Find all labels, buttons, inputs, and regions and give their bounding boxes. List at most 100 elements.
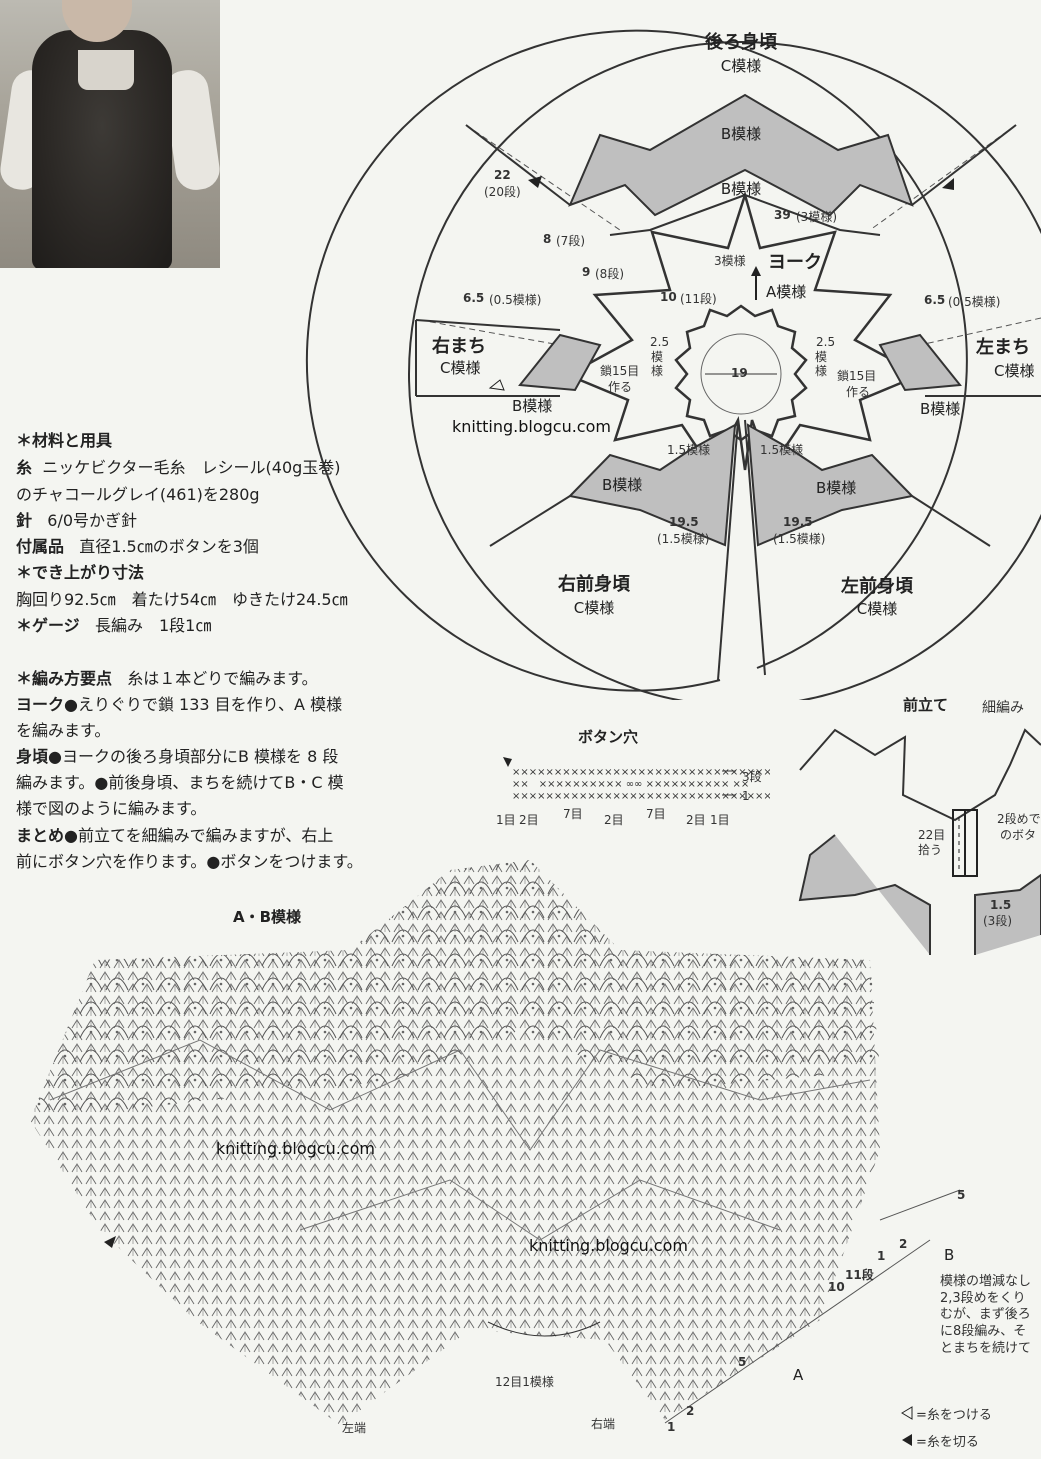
dim-39-rows: (3模様) <box>796 210 837 224</box>
stitch-row-3: ××××××××××××××××××××××××××××××××××× <box>512 767 770 778</box>
a-pattern-label: A模様 <box>766 283 807 301</box>
row-2-right: 2 <box>899 1237 908 1251</box>
bh-count-7: 1目 <box>710 813 730 827</box>
left-gusset-pattern: C模様 <box>994 362 1035 380</box>
dim-65-left-rows: (0.5模様) <box>948 295 1001 309</box>
points-line: ＊編み方要点 糸は１本どりで編みます。 <box>16 669 318 688</box>
dim-9-rows: (8段) <box>595 267 624 281</box>
chain-left: 鎖15目 <box>837 369 877 383</box>
label-b: B <box>944 1246 955 1264</box>
divider <box>911 124 1017 206</box>
model-photo <box>0 0 220 268</box>
dim-8-rows: (7段) <box>556 234 585 248</box>
outer-circle <box>305 29 968 692</box>
dim-19: 19 <box>731 366 748 380</box>
row-10: 10 <box>828 1280 845 1294</box>
left-front-title: 左前身頃 <box>841 576 913 597</box>
finish-line: まとめ●前立てを細編みで編みますが、右上 <box>16 826 334 845</box>
placket-title: 前立て <box>903 696 949 714</box>
dim-9: 9 <box>582 265 591 279</box>
right-front-title: 右前身頃 <box>558 574 630 595</box>
placket-subtitle: 細編み <box>982 700 1024 716</box>
watermark-1: knitting.blogcu.com <box>452 417 611 436</box>
yoke-star <box>565 190 923 473</box>
note-line-2: 2,3段めをくり <box>940 1291 1026 1306</box>
attach-marker-icon <box>488 379 505 391</box>
dim-25-left-pattern: 模様 <box>815 350 828 378</box>
outer-circle-full <box>408 41 1041 700</box>
buttonhole-row1: 1 <box>742 789 750 803</box>
accessory-line: 付属品 直径1.5㎝のボタンを3個 <box>16 537 259 556</box>
front-opening-left <box>717 419 739 681</box>
three-pattern-label: 3模様 <box>714 254 746 268</box>
cut-legend-icon <box>902 1434 912 1446</box>
finish-line-2: 前にボタン穴を作ります。●ボタンをつけます。 <box>16 852 363 871</box>
note-line-4: に8段編み、そ <box>940 1324 1027 1339</box>
stitch-row-1: ××××××××××××××××××××××××××××××××××× <box>512 791 770 802</box>
gauge-line: ＊ゲージ 長編み 1段1㎝ <box>16 616 212 635</box>
bh-count-1: 1目 <box>496 813 516 827</box>
cut-marker-icon <box>104 1236 116 1248</box>
left-front-pattern: C模様 <box>856 600 898 618</box>
left-gusset-b <box>878 333 962 392</box>
right-gusset-b <box>518 333 602 392</box>
placket-15: 1.5 <box>990 898 1012 912</box>
dim-15-left: 1.5模様 <box>760 443 804 457</box>
instructions-panel: ＊材料と用具 糸 ニッケビクター毛糸 レシール(40g玉巻) のチャコールグレイ… <box>0 0 400 900</box>
attach-legend-icon <box>901 1406 913 1420</box>
placket-note: 2段めで <box>997 812 1041 826</box>
divider <box>911 495 991 547</box>
placket-pickup: 22目 <box>918 828 946 842</box>
legend-attach: =糸をつける <box>916 1408 992 1423</box>
size-line: 胸回り92.5㎝ 着たけ54㎝ ゆきたけ24.5㎝ <box>16 590 348 609</box>
watermark-3: knitting.blogcu.com <box>529 1236 688 1255</box>
row-11: 11段 <box>845 1268 874 1282</box>
yarn-line-2: のチャコールグレイ(461)を280g <box>16 485 260 504</box>
dim-65-right-rows: (0.5模様) <box>489 293 542 307</box>
size-heading: ＊でき上がり寸法 <box>16 563 145 582</box>
repeat-label: 12目1模様 <box>495 1375 554 1389</box>
right-gusset-b: B模様 <box>512 397 553 415</box>
arrow-head <box>751 266 761 276</box>
dim-10-rows: (11段) <box>680 292 717 306</box>
row-5-right: 5 <box>957 1188 966 1202</box>
front-opening-right <box>744 419 766 676</box>
placket-pickup-2: 拾う <box>918 843 943 857</box>
dim-8: 8 <box>543 232 552 246</box>
body-line-3: 様で図のように編みます。 <box>16 799 207 818</box>
cut-marker-icon <box>942 178 954 190</box>
row-1-bottom: 1 <box>667 1420 676 1434</box>
dim-39: 39 <box>774 208 791 222</box>
row-2-bottom: 2 <box>686 1404 695 1418</box>
buttonhole-title: ボタン穴 <box>578 728 639 746</box>
dim-195-left: 19.5 <box>783 515 813 529</box>
bh-count-2: 2目 <box>519 813 539 827</box>
left-end-label: 左端 <box>342 1421 367 1435</box>
buttonhole-row3: 3段 <box>742 770 762 784</box>
stitch-row-2: ×× ×××××××××× ∞∞ ×××××××××× ×× <box>512 779 749 790</box>
body-line-2: 編みます。●前後身頃、まちを続けてB・C 模 <box>16 773 344 792</box>
dim-65-left: 6.5 <box>924 293 946 307</box>
back-b-band <box>568 93 914 217</box>
right-front-b-band <box>567 423 737 547</box>
watermark-2: knitting.blogcu.com <box>216 1139 375 1158</box>
divider <box>465 124 571 206</box>
note-line-1: 模様の増減なし <box>940 1274 1032 1289</box>
right-end-label: 右端 <box>591 1417 616 1431</box>
right-front-b: B模様 <box>602 476 643 494</box>
dim-195-left-pattern: (1.5模様) <box>773 532 826 546</box>
chain-right-2: 作る <box>608 380 633 394</box>
left-front-b: B模様 <box>816 479 857 497</box>
chart-fill-arches <box>30 860 880 1120</box>
yoke-label: ヨーク <box>768 252 822 273</box>
buttonhole-diagram: ××××××××××××××××××××××××××××××××××× ×× ×… <box>503 757 770 802</box>
back-pattern: C模様 <box>720 57 762 75</box>
photo-neckline <box>78 50 134 90</box>
note-line-3: むが、まず後ろ <box>940 1307 1031 1322</box>
placket-outline <box>799 728 1041 822</box>
legend-cut: =糸を切る <box>916 1435 979 1450</box>
chain-left-2: 作る <box>846 385 871 399</box>
left-gusset-b: B模様 <box>920 400 961 418</box>
garment-schematic <box>305 29 1041 700</box>
placket-b-right <box>974 873 1041 955</box>
